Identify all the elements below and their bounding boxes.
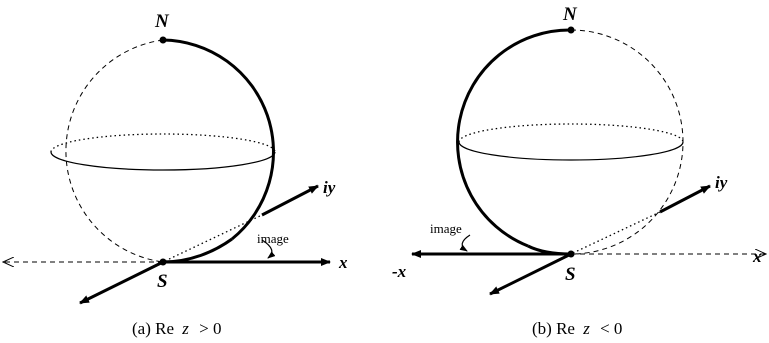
- south-pole-dot-a: [159, 258, 167, 266]
- iy-label-a: iy: [323, 178, 336, 197]
- x-label-b: x: [752, 247, 762, 266]
- south-label-a: S: [157, 271, 168, 292]
- iy-axis-arrow-a: [261, 184, 319, 217]
- sphere-front-outline-a: [162, 38, 275, 241]
- front-axis-arrow-b: [489, 252, 572, 296]
- caption-b-prefix: (b) Re: [532, 319, 575, 338]
- north-pole-dot-b: [567, 26, 575, 34]
- caption-b: (b) Re z < 0: [532, 319, 622, 338]
- x-label-a: x: [338, 253, 348, 272]
- iy-dotted-line-b: [572, 211, 661, 254]
- caption-b-suffix: < 0: [600, 319, 622, 338]
- caption-a: (a) Re z > 0: [132, 319, 221, 338]
- south-pole-dot-b: [567, 250, 575, 258]
- equator-front-b: [458, 141, 684, 161]
- image-annotation-a: image: [257, 231, 289, 246]
- image-pointer-a: [261, 239, 276, 259]
- sphere-back-outline-a: [65, 39, 164, 263]
- caption-a-suffix: > 0: [199, 319, 221, 338]
- image-curve-a: [162, 237, 233, 264]
- equator-back-b: [458, 123, 684, 143]
- sphere-front-outline-b: [456, 28, 572, 248]
- panel-b: N S x -x iy image (b) Re z < 0: [392, 4, 766, 338]
- front-axis-arrow-a: [79, 260, 164, 305]
- north-label-a: N: [154, 11, 170, 32]
- caption-a-prefix: (a) Re: [132, 319, 174, 338]
- caption-b-var: z: [582, 319, 590, 338]
- sphere-back-outline-b: [570, 29, 684, 255]
- iy-label-b: iy: [715, 173, 728, 192]
- iy-axis-arrow-b: [659, 184, 711, 214]
- panel-a: N S x iy image (a) Re z > 0: [3, 11, 348, 338]
- equator-front-a: [50, 151, 276, 171]
- iy-dotted-line-a: [164, 214, 263, 262]
- image-pointer-b: [459, 234, 471, 252]
- caption-a-var: z: [181, 319, 189, 338]
- image-annotation-b: image: [430, 221, 462, 236]
- north-label-b: N: [562, 4, 578, 25]
- north-pole-dot-a: [159, 36, 167, 44]
- south-label-b: S: [565, 264, 576, 285]
- equator-back-a: [50, 133, 276, 153]
- neg-x-label-b: -x: [392, 262, 407, 281]
